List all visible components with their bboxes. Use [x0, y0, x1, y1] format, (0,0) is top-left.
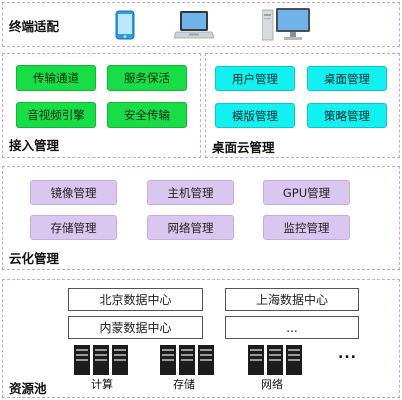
datacenter-shanghai: 上海数据中心	[225, 288, 359, 311]
desktop-item-policy: 策略管理	[307, 103, 387, 128]
access-title: 接入管理	[9, 138, 60, 153]
terminal-title: 终端适配	[9, 19, 60, 34]
access-item-transport: 传输通道	[16, 65, 96, 91]
desktop-cloud-title: 桌面云管理	[212, 140, 275, 155]
resource-pool-title: 资源池	[9, 381, 47, 396]
datacenter-neimeng: 内蒙数据中心	[68, 316, 203, 339]
laptop-icon	[173, 9, 215, 45]
servers-more: ...	[338, 346, 357, 362]
datacenter-more: ...	[225, 316, 359, 339]
cloudify-item-gpu: GPU管理	[263, 180, 350, 205]
server-rack-icon	[248, 344, 304, 380]
server-rack-icon	[160, 344, 216, 380]
cloudify-item-network: 网络管理	[147, 215, 234, 240]
server-label-compute: 计算	[91, 378, 113, 391]
access-item-keepalive: 服务保活	[107, 65, 187, 91]
cloudify-item-image: 镜像管理	[30, 180, 117, 205]
phone-icon	[114, 10, 136, 44]
access-item-secure-transfer: 安全传输	[107, 102, 187, 128]
desktop-icon	[261, 6, 312, 46]
desktop-item-desktop: 桌面管理	[307, 66, 387, 91]
server-label-storage: 存储	[173, 378, 195, 391]
cloudify-item-monitor: 监控管理	[263, 215, 350, 240]
desktop-item-user: 用户管理	[215, 66, 295, 91]
cloudify-title: 云化管理	[9, 251, 60, 266]
access-item-av-engine: 音视频引擎	[16, 102, 96, 128]
server-label-network: 网络	[261, 378, 283, 391]
cloudify-item-host: 主机管理	[147, 180, 234, 205]
desktop-item-template: 模版管理	[215, 103, 295, 128]
cloudify-item-storage: 存储管理	[30, 215, 117, 240]
server-rack-icon	[74, 344, 130, 380]
datacenter-beijing: 北京数据中心	[68, 288, 203, 311]
